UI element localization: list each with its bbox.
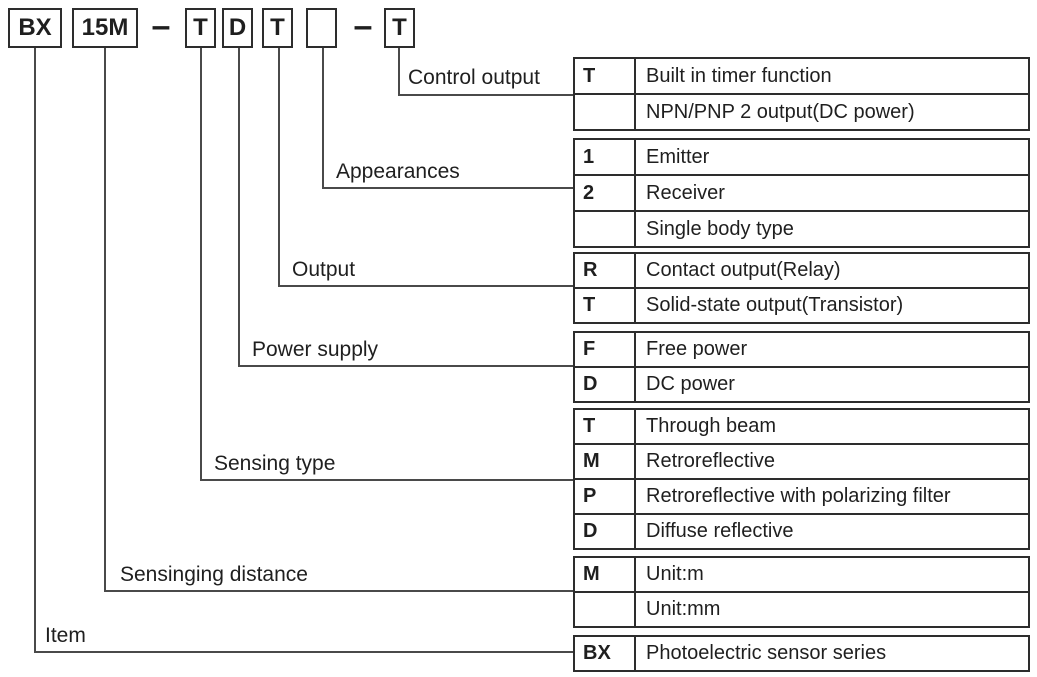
desc-cell: Single body type	[646, 217, 794, 240]
label-control-output: Control output	[408, 66, 540, 89]
connector-sensing-type-vline	[200, 48, 202, 479]
desc-cell: Unit:m	[646, 563, 704, 585]
table-row: BX Photoelectric sensor series	[575, 637, 1028, 670]
code-box-series: BX	[8, 8, 62, 48]
table-row: M Retroreflective	[575, 443, 1028, 478]
code-cell: T	[575, 289, 636, 322]
desc-cell: Retroreflective	[646, 450, 775, 472]
connector-control-output-vline	[398, 48, 400, 94]
code-box-output: T	[262, 8, 293, 48]
code-cell	[575, 212, 636, 246]
table-row: 2 Receiver	[575, 174, 1028, 210]
table-sensing-distance: M Unit:m Unit:mm	[573, 556, 1030, 628]
code-box-sensing-type: T	[185, 8, 216, 48]
code-separator-dash: –	[151, 6, 171, 45]
code-cell: T	[575, 59, 636, 93]
table-output: R Contact output(Relay) T Solid-state ou…	[573, 252, 1030, 324]
label-item: Item	[45, 624, 86, 647]
table-row: F Free power	[575, 333, 1028, 366]
table-row: 1 Emitter	[575, 140, 1028, 174]
desc-cell: Receiver	[646, 181, 725, 204]
table-appearance: 1 Emitter 2 Receiver Single body type	[573, 138, 1030, 248]
desc-cell: NPN/PNP 2 output(DC power)	[646, 100, 915, 123]
label-output: Output	[292, 258, 356, 281]
code-cell: D	[575, 515, 636, 548]
connector-sensing-distance-vline	[104, 48, 106, 590]
code-separator-dash: –	[353, 6, 373, 45]
table-power-supply: F Free power D DC power	[573, 331, 1030, 403]
desc-cell: Emitter	[646, 145, 710, 168]
desc-cell: Built in timer function	[646, 64, 832, 87]
code-box-power-supply: D	[222, 8, 253, 48]
table-row: T Solid-state output(Transistor)	[575, 287, 1028, 322]
label-power-supply: Power supply	[252, 338, 379, 361]
table-row: T Through beam	[575, 410, 1028, 443]
connector-output-hline	[278, 285, 573, 287]
desc-cell: DC power	[646, 373, 735, 395]
table-item: BX Photoelectric sensor series	[573, 635, 1030, 672]
table-control-output: T Built in timer function NPN/PNP 2 outp…	[573, 57, 1030, 131]
connector-appearance-hline	[322, 187, 573, 189]
desc-cell: Retroreflective with polarizing filter	[646, 485, 951, 507]
table-row: R Contact output(Relay)	[575, 254, 1028, 287]
code-box-appearance	[306, 8, 337, 48]
code-cell: M	[575, 445, 636, 478]
desc-cell: Contact output(Relay)	[646, 259, 841, 281]
table-row: Single body type	[575, 210, 1028, 246]
code-cell: P	[575, 480, 636, 513]
table-row: T Built in timer function	[575, 59, 1028, 93]
table-row: M Unit:m	[575, 558, 1028, 591]
desc-cell: Diffuse reflective	[646, 520, 794, 542]
code-cell: BX	[575, 637, 636, 670]
table-row: D DC power	[575, 366, 1028, 401]
label-sensing-distance: Sensinging distance	[120, 563, 308, 586]
code-cell: T	[575, 410, 636, 443]
code-cell: F	[575, 333, 636, 366]
label-appearance: Appearances	[336, 160, 460, 183]
connector-sensing-distance-hline	[104, 590, 573, 592]
code-box-control-output: T	[384, 8, 415, 48]
label-sensing-type: Sensing type	[214, 452, 336, 475]
table-row: D Diffuse reflective	[575, 513, 1028, 548]
code-cell	[575, 95, 636, 129]
connector-appearance-vline	[322, 48, 324, 187]
code-cell: 1	[575, 140, 636, 174]
table-row: NPN/PNP 2 output(DC power)	[575, 93, 1028, 129]
connector-sensing-type-hline	[200, 479, 573, 481]
code-box-sensing-distance: 15M	[72, 8, 138, 48]
code-cell: D	[575, 368, 636, 401]
connector-power-supply-hline	[238, 365, 573, 367]
desc-cell: Unit:mm	[646, 598, 721, 620]
connector-power-supply-vline	[238, 48, 240, 365]
connector-item-vline	[34, 48, 36, 651]
connector-item-hline	[34, 651, 573, 653]
desc-cell: Through beam	[646, 415, 777, 437]
connector-output-vline	[278, 48, 280, 285]
connector-control-output-hline	[398, 94, 573, 96]
code-cell: 2	[575, 176, 636, 210]
code-cell: M	[575, 558, 636, 591]
table-row: P Retroreflective with polarizing filter	[575, 478, 1028, 513]
desc-cell: Solid-state output(Transistor)	[646, 294, 904, 316]
code-cell: R	[575, 254, 636, 287]
desc-cell: Free power	[646, 338, 748, 360]
desc-cell: Photoelectric sensor series	[646, 642, 887, 664]
code-cell	[575, 593, 636, 626]
table-sensing-type: T Through beam M Retroreflective P Retro…	[573, 408, 1030, 550]
table-row: Unit:mm	[575, 591, 1028, 626]
